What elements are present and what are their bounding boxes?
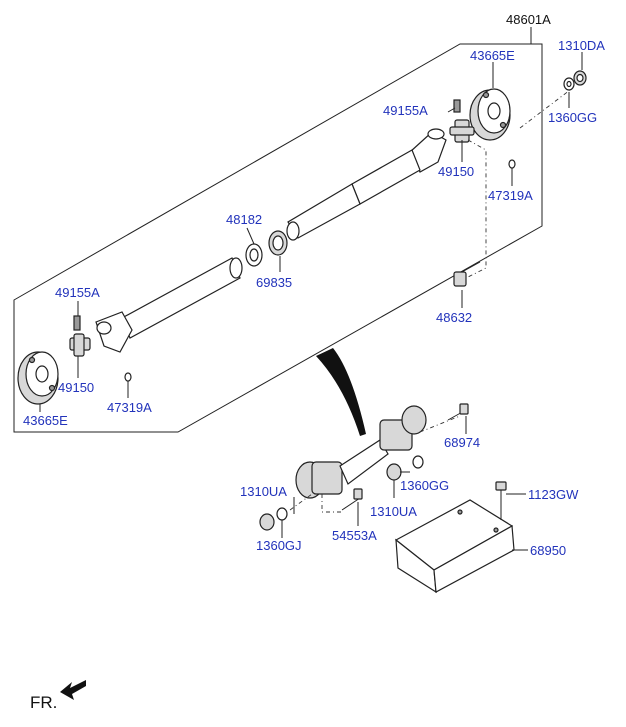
- flange-top-part: [469, 88, 511, 141]
- flange-left-part: [17, 351, 59, 405]
- ujoint-left-part: [69, 333, 91, 357]
- bracket-68950-part: [394, 499, 515, 594]
- bolt-48632-part: [453, 261, 481, 287]
- label-1310DA: 1310DA: [558, 38, 605, 53]
- nut-1310UA-left-part: [259, 513, 275, 531]
- rear-tube-part: [121, 257, 243, 339]
- label-68974: 68974: [444, 435, 480, 450]
- front-indicator-label: FR.: [30, 693, 57, 712]
- label-1360GG-top: 1360GG: [548, 110, 597, 125]
- lower-shaft-assembly-part: [295, 405, 427, 499]
- label-54553A: 54553A: [332, 528, 377, 543]
- label-49150-top: 49150: [438, 164, 474, 179]
- label-1310UA-mid: 1310UA: [370, 504, 417, 519]
- seal-69835-part: [268, 230, 288, 256]
- label-43665E-left: 43665E: [23, 413, 68, 428]
- grease-nipple-left-part: [73, 315, 81, 331]
- label-47319A-left: 47319A: [107, 400, 152, 415]
- ring-48182-part: [245, 243, 263, 267]
- assembly-outline: [13, 43, 543, 433]
- front-tube-part: [286, 149, 421, 241]
- nut-1310UA-mid-part: [386, 463, 402, 481]
- bolt-68974-part: [447, 403, 469, 421]
- washer-1360GG-mid-part: [412, 455, 424, 469]
- label-68950: 68950: [530, 543, 566, 558]
- leader-lines: [39, 27, 583, 551]
- label-1360GJ: 1360GJ: [256, 538, 302, 553]
- label-69835: 69835: [256, 275, 292, 290]
- arrow-icon: [60, 680, 86, 700]
- grease-nipple-top-part: [453, 99, 461, 113]
- label-48632: 48632: [436, 310, 472, 325]
- bolt-54553A-part: [341, 488, 363, 511]
- label-43665E-top: 43665E: [470, 48, 515, 63]
- washer-1360GJ-part: [276, 507, 288, 521]
- label-48601A: 48601A: [506, 12, 551, 27]
- label-49150-left: 49150: [58, 380, 94, 395]
- label-1360GG-mid: 1360GG: [400, 478, 449, 493]
- label-49155A-left: 49155A: [55, 285, 100, 300]
- nut-top-part: [573, 70, 587, 86]
- label-49155A-top: 49155A: [383, 103, 428, 118]
- ujoint-top-part: [449, 119, 475, 143]
- pin-left-part: [124, 372, 132, 382]
- washer-top-part: [563, 77, 575, 91]
- pin-top-part: [508, 159, 516, 169]
- bolt-1123GW-part: [495, 481, 507, 520]
- label-47319A-top: 47319A: [488, 188, 533, 203]
- label-1123GW: 1123GW: [528, 487, 579, 502]
- label-48182: 48182: [226, 212, 262, 227]
- label-1310UA-left: 1310UA: [240, 484, 287, 499]
- yoke-left-part: [95, 311, 133, 353]
- detail-arrow-icon: [316, 348, 366, 436]
